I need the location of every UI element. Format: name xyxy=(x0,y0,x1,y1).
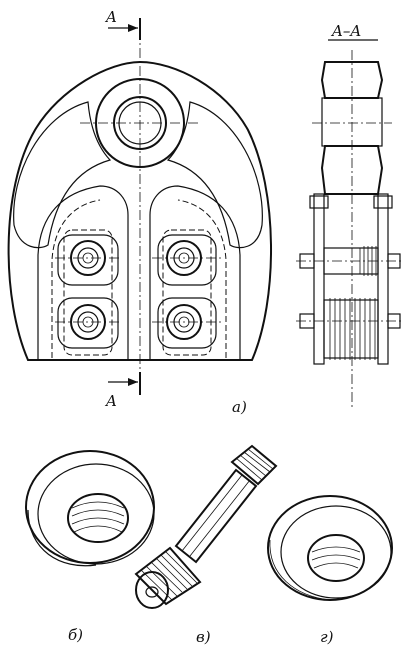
section-a-a-view xyxy=(296,39,404,410)
gauge-right-window xyxy=(166,101,263,249)
gauge-center-opening xyxy=(37,185,129,360)
ring-gauge-plain xyxy=(267,495,393,601)
right-upper-insert xyxy=(157,234,217,286)
right-lower-insert xyxy=(157,297,217,349)
section-lower-insert xyxy=(299,298,401,360)
section-label-bottom: A xyxy=(104,392,117,410)
plug-gauge xyxy=(134,444,278,609)
section-label-top: A xyxy=(104,8,117,26)
ring-gauge-knurled xyxy=(25,450,155,567)
left-lower-insert xyxy=(57,297,119,349)
view-label-a: а) xyxy=(232,398,247,416)
view-label-g: г) xyxy=(320,628,334,646)
gauge-left-window xyxy=(13,101,112,249)
plug-go-end xyxy=(230,444,278,486)
plug-nogo-end xyxy=(134,546,202,609)
view-label-b: б) xyxy=(68,626,83,644)
gauge-front-view xyxy=(7,18,272,395)
view-label-v: в) xyxy=(196,628,211,646)
left-upper-insert xyxy=(57,234,119,286)
section-view-title: A–A xyxy=(330,22,361,40)
